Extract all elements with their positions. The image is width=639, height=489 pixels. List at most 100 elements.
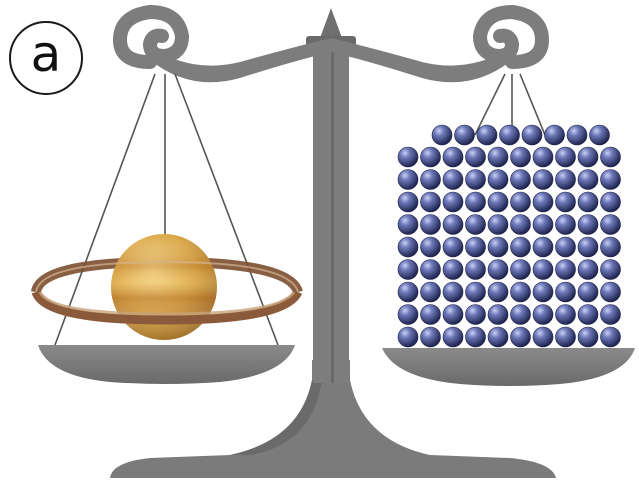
sphere <box>589 124 610 146</box>
sphere <box>577 169 599 190</box>
sphere <box>510 191 531 213</box>
sphere <box>555 169 576 190</box>
sphere <box>555 146 576 168</box>
sphere <box>577 236 599 258</box>
sphere <box>442 146 464 168</box>
sphere <box>397 236 419 258</box>
sphere <box>499 124 520 146</box>
sphere <box>600 281 621 303</box>
sphere <box>600 146 621 168</box>
left-pan-strings <box>54 73 279 346</box>
sphere <box>577 259 599 280</box>
sphere <box>600 304 621 325</box>
sphere <box>532 326 554 348</box>
sphere <box>465 214 486 235</box>
sphere <box>420 191 441 213</box>
sphere <box>454 124 475 146</box>
left-beam-curl <box>112 4 190 69</box>
sphere <box>465 326 486 348</box>
sphere <box>577 214 599 235</box>
sphere <box>577 146 599 168</box>
sphere <box>442 304 464 325</box>
sphere <box>532 281 554 303</box>
sphere <box>397 146 419 168</box>
sphere <box>577 326 599 348</box>
sphere <box>510 326 531 348</box>
sphere <box>420 146 441 168</box>
sphere <box>420 259 441 280</box>
sphere <box>420 281 441 303</box>
sphere <box>397 214 419 235</box>
sphere <box>577 304 599 325</box>
sphere <box>397 191 419 213</box>
panel-label: a <box>9 21 83 95</box>
sphere <box>577 281 599 303</box>
sphere <box>487 259 509 280</box>
sphere <box>487 326 509 348</box>
sphere <box>465 146 486 168</box>
left-pan <box>38 345 295 384</box>
sphere <box>397 304 419 325</box>
sphere <box>521 124 543 146</box>
sphere <box>397 326 419 348</box>
sphere <box>544 124 565 146</box>
sphere <box>420 169 441 190</box>
sphere <box>577 191 599 213</box>
sphere <box>465 169 486 190</box>
sphere <box>555 281 576 303</box>
sphere <box>431 124 453 146</box>
sphere <box>600 236 621 258</box>
sphere <box>487 191 509 213</box>
sphere <box>555 191 576 213</box>
right-pan-strings <box>474 73 546 136</box>
sphere <box>420 214 441 235</box>
sphere <box>487 304 509 325</box>
sphere <box>600 191 621 213</box>
sphere <box>442 214 464 235</box>
sphere <box>397 169 419 190</box>
sphere <box>487 214 509 235</box>
sphere <box>420 236 441 258</box>
sphere <box>532 236 554 258</box>
sphere <box>600 259 621 280</box>
sphere <box>600 326 621 348</box>
sphere <box>465 259 486 280</box>
sphere <box>442 236 464 258</box>
sphere <box>442 326 464 348</box>
sphere <box>487 236 509 258</box>
sphere <box>555 326 576 348</box>
sphere <box>465 281 486 303</box>
sphere <box>420 304 441 325</box>
sphere <box>420 326 441 348</box>
sphere <box>532 169 554 190</box>
sphere <box>532 146 554 168</box>
sphere <box>442 191 464 213</box>
sphere <box>555 236 576 258</box>
sphere <box>532 259 554 280</box>
sphere <box>476 124 498 146</box>
scale-finial <box>320 8 342 38</box>
sphere <box>510 169 531 190</box>
sphere <box>442 259 464 280</box>
sphere <box>510 259 531 280</box>
sphere <box>465 304 486 325</box>
sphere <box>397 281 419 303</box>
sphere <box>465 236 486 258</box>
sphere <box>555 259 576 280</box>
sphere <box>510 281 531 303</box>
sphere <box>600 214 621 235</box>
sphere <box>532 214 554 235</box>
scale-base <box>110 360 556 478</box>
sphere <box>397 259 419 280</box>
right-pan <box>382 348 635 386</box>
sphere <box>487 169 509 190</box>
sphere <box>510 304 531 325</box>
sphere <box>465 191 486 213</box>
sphere <box>510 146 531 168</box>
sphere <box>566 124 588 146</box>
sphere <box>487 146 509 168</box>
sphere <box>555 304 576 325</box>
sphere <box>532 191 554 213</box>
